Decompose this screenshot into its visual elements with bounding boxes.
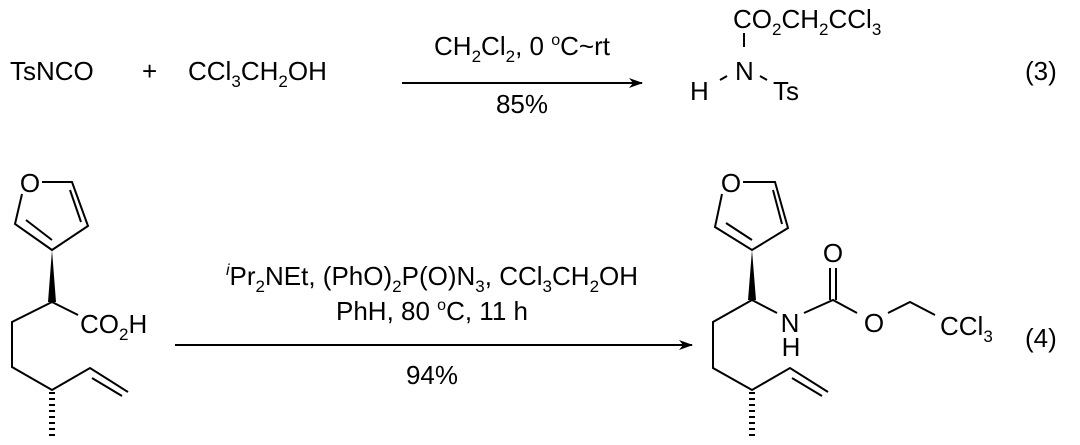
product-3: CO2CH2CCl3 N H Ts bbox=[690, 4, 881, 106]
bond bbox=[751, 299, 778, 314]
plus-sign: + bbox=[142, 56, 157, 86]
ester-oxygen: O bbox=[864, 308, 884, 338]
yield-4: 94% bbox=[406, 360, 458, 390]
double-bond bbox=[91, 377, 123, 397]
conditions-3: CH2Cl2, 0 oC~rt bbox=[434, 31, 611, 66]
carbonyl-oxygen: O bbox=[823, 238, 843, 268]
reactant-tsnco: TsNCO bbox=[10, 56, 94, 86]
bond bbox=[719, 75, 728, 81]
nitrogen-atom: N bbox=[735, 56, 754, 86]
hydrogen-atom: H bbox=[782, 332, 801, 362]
ethyl-bonds bbox=[887, 300, 936, 316]
conditions-4-line1: iPr2NEt, (PhO)2P(O)N3, CCl3CH2OH bbox=[226, 261, 638, 296]
carbamate-bonds bbox=[803, 298, 858, 314]
hydrogen-atom: H bbox=[690, 76, 709, 106]
furan-ring bbox=[13, 181, 90, 252]
reactant-4: O CO2H bbox=[11, 168, 147, 437]
wedge-bond bbox=[748, 250, 756, 300]
conditions-4-line2: PhH, 80 oC, 11 h bbox=[336, 296, 528, 326]
equation-3: TsNCO + CCl3CH2OH CH2Cl2, 0 oC~rt 85% CO… bbox=[10, 4, 1057, 119]
double-bond bbox=[725, 222, 753, 241]
double-bond bbox=[772, 189, 783, 225]
furan-ring bbox=[713, 181, 790, 252]
furan-oxygen: O bbox=[721, 168, 741, 198]
ester-group: CO2CH2CCl3 bbox=[733, 4, 881, 39]
double-bond bbox=[791, 377, 823, 397]
tosyl-group: Ts bbox=[773, 76, 799, 106]
double-bond bbox=[69, 189, 82, 223]
product-4: O N H O O CCl3 bbox=[712, 168, 993, 437]
carboxylic-acid: CO2H bbox=[80, 309, 147, 344]
alkyl-chain bbox=[712, 299, 829, 393]
furan-oxygen: O bbox=[20, 168, 40, 198]
wedge-bond bbox=[48, 250, 56, 302]
equation-number-3: (3) bbox=[1025, 56, 1057, 86]
bond bbox=[759, 75, 768, 81]
yield-3: 85% bbox=[496, 89, 548, 119]
trichloromethyl: CCl3 bbox=[940, 311, 993, 346]
equation-number-4: (4) bbox=[1025, 323, 1057, 353]
bond bbox=[51, 301, 79, 316]
nitrogen-atom: N bbox=[781, 308, 800, 338]
double-bond bbox=[25, 219, 53, 241]
alkyl-chain bbox=[11, 301, 129, 393]
reactant-trichloroethanol: CCl3CH2OH bbox=[188, 56, 327, 91]
